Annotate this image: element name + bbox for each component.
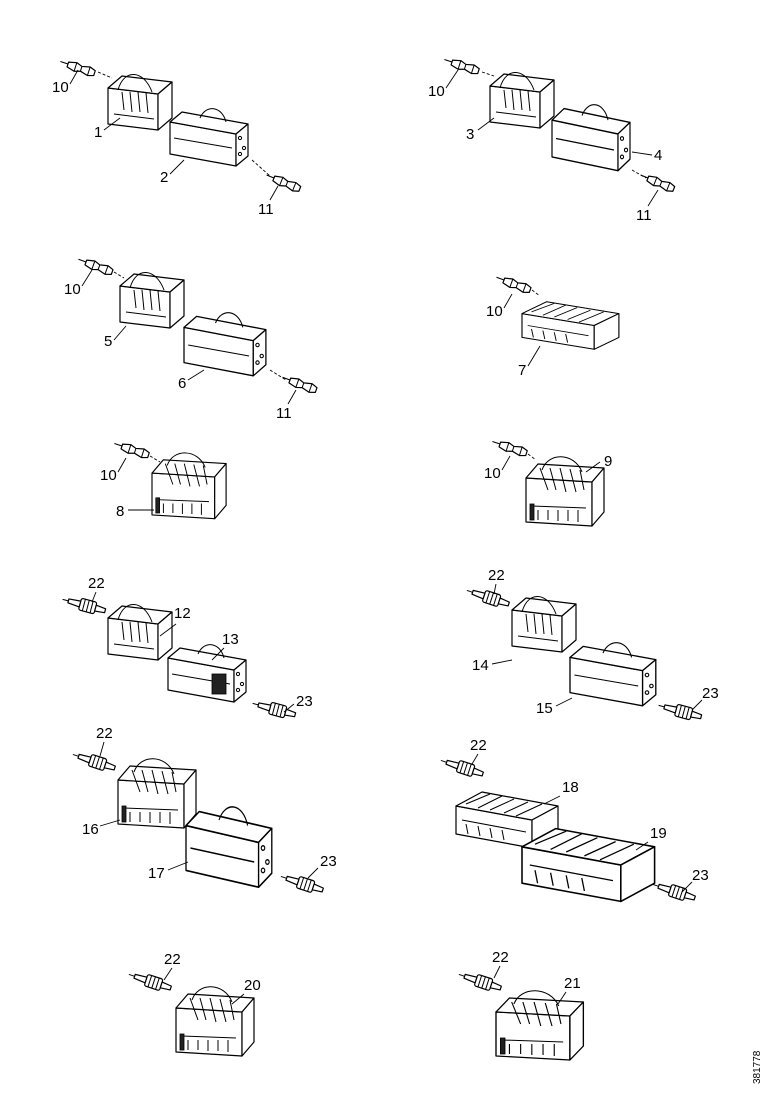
connector-housing-3 xyxy=(489,71,555,129)
terminal xyxy=(638,170,677,194)
callout-1: 1 xyxy=(94,124,102,141)
connector-housing-1 xyxy=(107,73,173,131)
callout-12: 12 xyxy=(174,605,191,622)
callout-18: 18 xyxy=(562,779,579,796)
callout-23: 23 xyxy=(320,853,337,870)
figure-reference-number: 381778 xyxy=(752,1050,763,1084)
seal xyxy=(438,754,486,781)
connector-housing-12 xyxy=(107,603,173,661)
callout-8: 8 xyxy=(116,503,124,520)
connector-housing-14 xyxy=(511,595,577,653)
callout-4: 4 xyxy=(654,147,662,164)
callout-14: 14 xyxy=(472,657,489,674)
seal xyxy=(456,968,504,995)
callout-21: 21 xyxy=(564,975,581,992)
connector-housing-6 xyxy=(183,312,267,377)
callout-2: 2 xyxy=(160,169,168,186)
callout-10: 10 xyxy=(100,467,117,484)
callout-22: 22 xyxy=(96,725,113,742)
callout-10: 10 xyxy=(486,303,503,320)
seal xyxy=(656,698,704,724)
connector-housing-21 xyxy=(495,990,585,1061)
terminal xyxy=(442,55,481,77)
seal xyxy=(126,968,174,995)
callout-15: 15 xyxy=(536,700,553,717)
connector-housing-19 xyxy=(521,827,656,903)
connector-housing-17 xyxy=(185,806,273,889)
connector-housing-2 xyxy=(169,108,249,167)
seal xyxy=(650,878,698,905)
seal xyxy=(250,696,298,722)
connector-housing-16 xyxy=(117,758,197,829)
terminal xyxy=(494,272,533,295)
seal xyxy=(464,584,512,611)
callout-19: 19 xyxy=(650,825,667,842)
callout-22: 22 xyxy=(492,949,509,966)
callout-9: 9 xyxy=(604,453,612,470)
terminal xyxy=(280,372,319,395)
callout-10: 10 xyxy=(484,465,501,482)
callout-22: 22 xyxy=(88,575,105,592)
callout-17: 17 xyxy=(148,865,165,882)
callout-16: 16 xyxy=(82,821,99,838)
callout-23: 23 xyxy=(692,867,709,884)
callout-11: 11 xyxy=(258,201,274,218)
terminal xyxy=(264,170,303,194)
connector-housing-13 xyxy=(167,644,247,703)
terminal xyxy=(58,57,97,79)
callout-11: 11 xyxy=(636,207,652,224)
terminal xyxy=(112,439,151,461)
connector-housing-7 xyxy=(521,301,620,350)
connector-housing-15 xyxy=(569,642,657,707)
callout-10: 10 xyxy=(64,281,81,298)
seal xyxy=(60,592,108,618)
callout-11: 11 xyxy=(276,405,292,422)
callout-23: 23 xyxy=(296,693,313,710)
callout-13: 13 xyxy=(222,631,239,648)
callout-5: 5 xyxy=(104,333,112,350)
callout-22: 22 xyxy=(470,737,487,754)
callout-7: 7 xyxy=(518,362,526,379)
callout-22: 22 xyxy=(164,951,181,968)
terminal xyxy=(76,254,115,277)
callout-10: 10 xyxy=(52,79,69,96)
callout-6: 6 xyxy=(178,375,186,392)
connector-housing-8 xyxy=(151,452,227,520)
callout-3: 3 xyxy=(466,126,474,143)
connector-housing-4 xyxy=(551,104,631,172)
connector-housing-5 xyxy=(119,271,185,329)
connector-housing-20 xyxy=(175,986,255,1057)
seal xyxy=(70,748,118,775)
terminal xyxy=(490,437,529,459)
callout-10: 10 xyxy=(428,83,445,100)
callout-22: 22 xyxy=(488,567,505,584)
callout-20: 20 xyxy=(244,977,261,994)
seal xyxy=(278,870,326,897)
callout-23: 23 xyxy=(702,685,719,702)
